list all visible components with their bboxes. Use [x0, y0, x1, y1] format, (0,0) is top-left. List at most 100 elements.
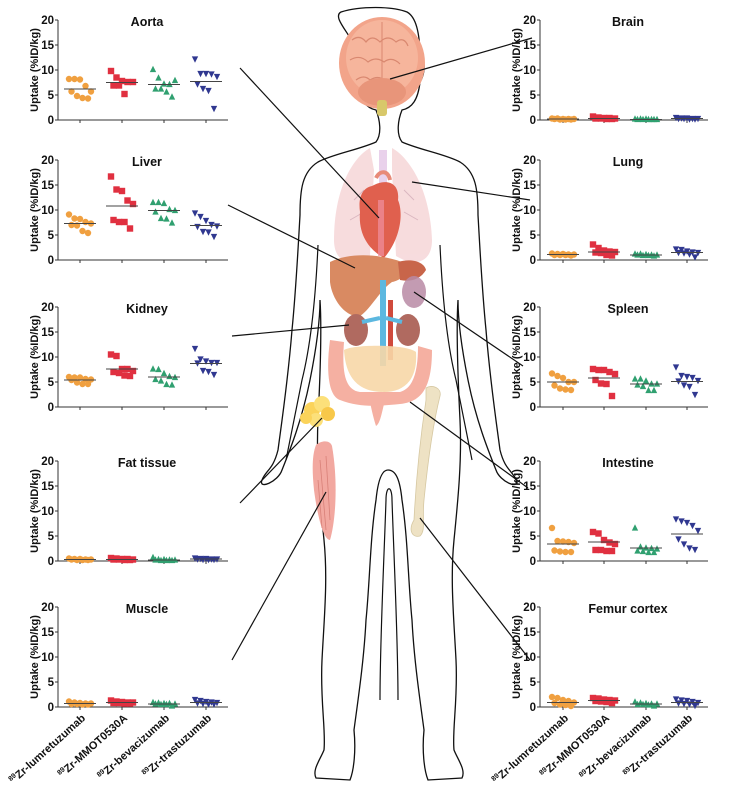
data-point-square [608, 252, 616, 259]
data-point-triangle-down [191, 696, 199, 704]
data-point-triangle-down [680, 115, 688, 123]
series-zr-bevacizumab [630, 375, 662, 394]
data-point-triangle-down [210, 105, 218, 113]
data-point-circle [84, 380, 92, 388]
data-point-triangle-down [199, 85, 207, 93]
data-point-circle [570, 539, 578, 547]
y-tick-label: 5 [530, 377, 537, 389]
series-zr-mmot0530a [588, 241, 620, 259]
data-point-triangle-down [675, 249, 682, 257]
data-point-square [129, 367, 137, 375]
data-point-triangle [152, 85, 159, 92]
series-zr-mmot0530a [106, 554, 138, 564]
data-point-circle [76, 76, 84, 83]
data-point-circle [556, 548, 564, 555]
data-point-triangle [650, 115, 658, 123]
data-point-square [129, 200, 137, 208]
data-point-triangle-down [197, 70, 204, 78]
series-zr-trastuzumab [671, 114, 703, 123]
y-axis-label: Uptake (%ID/kg) [511, 615, 523, 699]
series-zr-mmot0530a [588, 365, 620, 400]
data-point-triangle [645, 115, 652, 123]
body-outline [260, 6, 518, 781]
data-point-square [600, 536, 608, 544]
data-point-circle [562, 386, 569, 393]
data-point-triangle [650, 702, 658, 709]
data-point-triangle-down [686, 545, 693, 552]
data-point-square [107, 173, 115, 180]
data-point-triangle [634, 547, 641, 554]
data-point-square [606, 368, 613, 376]
y-tick-label: 10 [41, 506, 54, 518]
data-point-triangle-down [210, 371, 218, 379]
data-point-triangle [637, 375, 644, 382]
series-zr-mmot0530a [106, 173, 138, 232]
y-tick-label: 0 [48, 556, 54, 568]
y-tick-label: 10 [523, 65, 536, 77]
data-point-triangle-down [202, 358, 210, 365]
data-point-triangle [155, 74, 162, 81]
data-point-circle [68, 88, 75, 95]
series-zr-bevacizumab [630, 250, 662, 259]
y-axis-label: Uptake (%ID/kg) [29, 469, 41, 553]
series-zr-trastuzumab [671, 364, 703, 399]
data-point-circle [554, 694, 561, 702]
y-tick-label: 10 [523, 205, 536, 217]
data-point-triangle [155, 365, 162, 373]
data-point-triangle [166, 205, 173, 213]
chart-title: Fat tissue [118, 456, 176, 470]
brain-icon [339, 17, 425, 116]
data-point-circle [551, 382, 558, 389]
data-point-triangle [152, 208, 159, 215]
series-zr-bevacizumab [148, 365, 180, 388]
y-tick-label: 20 [523, 155, 536, 167]
data-point-circle [559, 538, 567, 545]
series-zr-bevacizumab [148, 698, 180, 709]
y-tick-label: 5 [530, 90, 537, 102]
data-point-square [603, 547, 610, 555]
data-point-circle [554, 372, 561, 380]
data-point-triangle-down [208, 71, 215, 78]
series-zr-bevacizumab [148, 553, 180, 564]
y-tick-label: 15 [41, 327, 54, 339]
series-zr-lumretuzumab [547, 693, 579, 710]
data-point-triangle-down [194, 556, 201, 563]
y-axis-label: Uptake (%ID/kg) [29, 615, 41, 699]
data-point-triangle [650, 386, 658, 394]
data-point-triangle [634, 115, 641, 123]
data-point-triangle [634, 251, 641, 258]
data-point-triangle-down [680, 541, 688, 548]
series-zr-mmot0530a [588, 113, 620, 123]
intestine-icon [328, 340, 432, 426]
fat-tissue-icon [300, 396, 335, 427]
data-point-triangle [653, 700, 661, 707]
data-point-triangle-down [694, 527, 702, 535]
y-tick-label: 20 [523, 456, 536, 468]
data-point-circle [76, 215, 84, 223]
data-point-circle [84, 95, 92, 102]
data-point-triangle [631, 524, 639, 531]
data-point-triangle-down [691, 702, 699, 710]
data-point-triangle [648, 380, 655, 387]
data-point-triangle [650, 548, 658, 556]
y-tick-label: 5 [48, 90, 55, 102]
data-point-triangle-down [680, 250, 688, 257]
y-tick-label: 0 [48, 255, 54, 267]
series-zr-lumretuzumab [64, 555, 96, 564]
y-tick-label: 5 [530, 230, 537, 242]
series-zr-trastuzumab [190, 696, 222, 708]
data-point-square [597, 546, 605, 554]
data-point-square [107, 351, 115, 358]
data-point-triangle [152, 375, 159, 383]
x-category-label: 89Zr-lumretuzumab [7, 712, 88, 786]
data-point-triangle-down [205, 87, 212, 95]
y-tick-label: 10 [41, 205, 54, 217]
data-point-square [608, 699, 616, 707]
data-point-triangle [163, 88, 170, 95]
y-tick-label: 15 [41, 481, 54, 493]
data-point-circle [76, 374, 84, 381]
data-point-triangle-down [197, 356, 204, 363]
data-point-triangle-down [213, 73, 221, 81]
